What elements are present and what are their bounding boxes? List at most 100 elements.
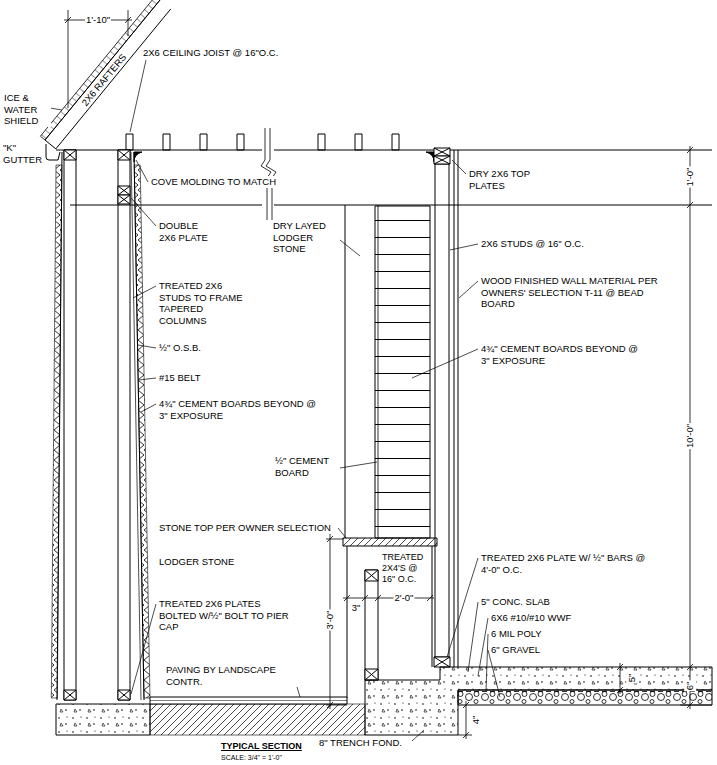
callout-note: 6" GRAVEL	[490, 644, 541, 656]
leader-lines	[450, 244, 478, 250]
ceiling	[318, 134, 325, 150]
ceiling	[392, 134, 399, 150]
callout-note: ½" O.S.B.	[158, 342, 202, 354]
stud-wall	[434, 156, 450, 164]
tapered-column	[118, 690, 130, 700]
dimension-text: 6"	[684, 681, 696, 692]
ceiling	[426, 152, 434, 162]
callout-note: WOOD FINISHED WALL MATERIAL PER OWNERS' …	[480, 275, 660, 310]
ceiling	[70, 205, 712, 206]
stone-wall	[343, 538, 437, 546]
ceiling	[200, 134, 207, 150]
foundation	[365, 667, 712, 735]
callout-note: 2X6 CEILING JOIST @ 16"O.C.	[142, 47, 279, 59]
scale-caption: SCALE: 3/4" = 1'-0"	[220, 754, 283, 763]
callout-note: DRY LAYED LODGER STONE	[272, 220, 340, 255]
callout-note: 4¾" CEMENT BOARDS BEYOND @ 3" EXPOSURE	[480, 343, 644, 366]
leader-lines	[131, 198, 156, 226]
ceiling	[126, 134, 133, 150]
ceiling	[134, 152, 142, 162]
leader-lines	[459, 281, 478, 298]
callout-note: STONE TOP PER OWNER SELECTION	[158, 522, 332, 534]
foundation	[150, 697, 347, 704]
tapered-column	[118, 186, 130, 195]
tapered-column	[118, 195, 130, 204]
roof	[40, 0, 170, 160]
roof	[46, 144, 60, 160]
leader-lines	[136, 160, 148, 182]
stone-wall	[365, 669, 378, 680]
stone-wall	[365, 570, 378, 581]
tapered-column	[134, 165, 150, 698]
stone-wall	[347, 546, 348, 698]
stone-wall	[343, 205, 437, 698]
callout-note: ICE & WATER SHIELD	[3, 92, 51, 127]
member-label: 2X6 RAFTERS	[79, 51, 130, 109]
tapered-column	[118, 150, 130, 160]
callout-note: #15 BELT	[158, 372, 202, 384]
tapered-column	[64, 690, 76, 700]
stud-wall	[434, 657, 450, 667]
dimension-text: 10'-0"	[684, 423, 696, 449]
leader-lines	[138, 345, 156, 348]
leader-lines	[452, 160, 466, 174]
foundation	[150, 704, 365, 735]
roof	[45, 140, 56, 149]
foundation	[150, 700, 347, 701]
dimension-lines	[343, 595, 434, 601]
leader-lines	[131, 604, 156, 694]
ceiling	[261, 128, 271, 220]
stud-wall	[434, 148, 450, 156]
foundation	[56, 667, 712, 735]
callout-note: COVE MOLDING TO MATCH	[150, 176, 277, 188]
callout-note: 2X6 STUDS @ 16" O.C.	[480, 238, 585, 250]
dimension-text: 1'-10"	[85, 14, 111, 26]
ceiling	[56, 150, 712, 151]
leader-lines	[141, 404, 156, 412]
dimension-text: 2'-0"	[394, 592, 415, 604]
tapered-column	[118, 195, 130, 204]
ceiling	[237, 134, 244, 150]
leader-lines	[139, 378, 156, 380]
leader-lines	[340, 240, 360, 256]
tapered-column	[118, 186, 130, 195]
callout-note: LODGER STONE	[158, 556, 235, 568]
leader-lines	[130, 60, 146, 132]
tapered-column	[51, 150, 150, 700]
callout-note: "K" GUTTER	[2, 142, 44, 165]
tapered-column	[57, 152, 62, 700]
callout-note: ½" CEMENT BOARD	[274, 455, 338, 478]
tapered-column	[64, 150, 76, 700]
tapered-column	[64, 690, 76, 700]
tapered-column	[64, 150, 76, 160]
stone-wall	[365, 669, 378, 680]
stone-wall	[365, 570, 378, 581]
stone-wall	[365, 570, 378, 680]
leader-lines	[468, 602, 478, 672]
ceiling	[266, 128, 276, 220]
leader-lines	[50, 108, 62, 110]
callout-note: PAVING BY LANDSCAPE CONTR.	[165, 664, 299, 687]
dimension-lines	[64, 10, 712, 739]
tapered-column	[51, 165, 62, 698]
stud-wall	[435, 164, 449, 657]
stone-wall	[345, 205, 346, 538]
stud-wall	[434, 148, 450, 156]
tapered-column	[118, 150, 130, 700]
leader-lines	[50, 60, 500, 741]
stud-wall	[454, 150, 455, 667]
callout-note: 8" TRENCH FOND.	[318, 737, 403, 749]
leader-lines	[338, 528, 346, 538]
dimension-text: 3"	[351, 602, 362, 614]
leader-lines	[133, 286, 156, 298]
ceiling	[163, 134, 170, 150]
foundation	[458, 690, 712, 705]
callout-note: TREATED 2X6 STUDS TO FRAME TAPERED COLUM…	[158, 280, 248, 326]
roof	[40, 0, 160, 140]
roof	[56, 9, 171, 149]
callout-note: DOUBLE 2X6 PLATE	[158, 220, 216, 243]
callout-note: 6X6 #10/#10 WWF	[490, 612, 572, 624]
tapered-column	[118, 690, 130, 700]
